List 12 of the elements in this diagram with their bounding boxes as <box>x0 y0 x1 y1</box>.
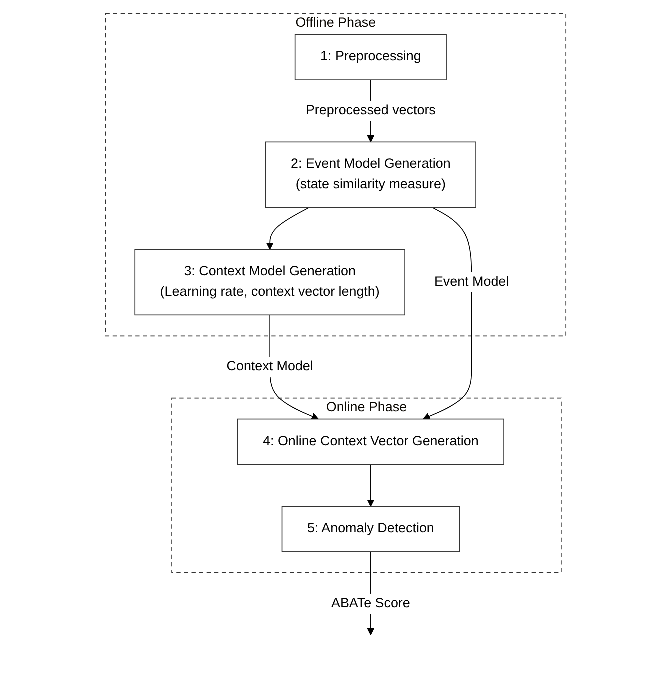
node-box: 4: Online Context Vector Generation <box>237 418 504 465</box>
node-box: 1: Preprocessing <box>294 34 447 80</box>
node-box: 2: Event Model Generation (state similarity measure) <box>265 141 476 208</box>
arrow <box>422 206 472 420</box>
node-box: 5: Anomaly Detection <box>281 506 460 552</box>
arrow <box>366 464 374 506</box>
edge-label: Event Model <box>434 274 509 289</box>
arrow <box>266 206 310 250</box>
edge-label: ABATe Score <box>331 596 410 610</box>
node-box: 3: Context Model Generation (Learning rate, context vector length) <box>134 248 406 316</box>
edge-label: Context Model <box>226 359 313 374</box>
edge-label: Preprocessed vectors <box>306 103 436 118</box>
